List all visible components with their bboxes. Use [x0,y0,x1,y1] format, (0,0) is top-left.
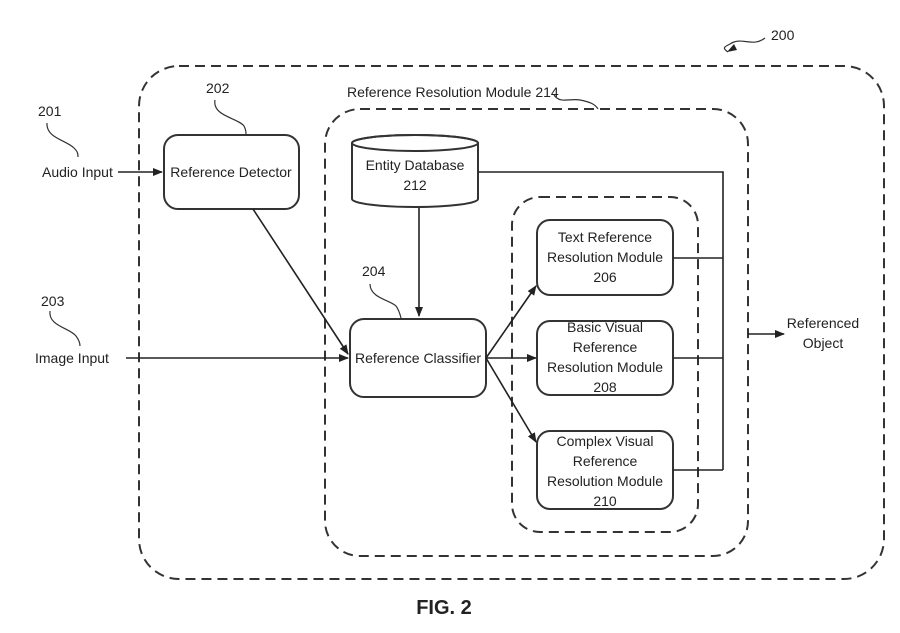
detector-to-classifier-arrow [252,208,349,355]
reference-resolution-module-container [324,108,749,557]
classifier-to-complex-module-arrow [485,357,537,443]
reference-classifier-ref: 204 [362,263,386,279]
image-input-label-text: Image Input [35,350,109,366]
complex-visual-module-ref: 210 [593,493,617,509]
entity-database-ref: 212 [403,177,427,193]
basic-visual-module-ref: 208 [593,379,617,395]
reference-detector-box [163,134,300,210]
audio-input-leader [46,122,79,158]
basic-visual-module-line3: Resolution Module [547,359,663,375]
reference-resolution-module-leader [553,94,599,110]
complex-visual-module-line1: Complex Visual [556,433,653,449]
text-reference-module-line2: Resolution Module [547,249,663,265]
referenced-object-line1: Referenced [787,315,859,331]
reference-detector-leader [214,99,247,136]
entity-database-top [351,134,479,152]
system-200-container [138,65,885,580]
image-input-ref: 203 [41,293,65,309]
reference-resolution-module-label: Reference Resolution Module 214 [347,84,559,100]
database-to-output-line [478,171,724,470]
entity-database-label: Entity Database [366,157,465,173]
image-input-leader [49,310,81,347]
reference-detector-ref: 202 [206,80,230,96]
system-200-ref: 200 [771,27,795,43]
resolution-modules-container [511,196,699,533]
complex-visual-module-line2: Reference [573,453,638,469]
figure-caption: FIG. 2 [416,597,472,619]
basic-visual-module-line2: Reference [573,339,638,355]
reference-classifier-leader [369,283,402,319]
text-reference-module-ref: 206 [593,269,617,285]
classifier-to-text-module-arrow [485,285,537,359]
system-200-pointer-head [727,44,737,52]
referenced-object-line2: Object [803,335,844,351]
text-reference-module-line1: Text Reference [558,229,652,245]
reference-classifier-label: Reference Classifier [355,350,481,366]
audio-input-label: Audio Input [42,164,113,180]
audio-input-ref: 201 [38,103,62,119]
basic-visual-module-line1: Basic Visual [567,319,643,335]
reference-detector-label: Reference Detector [170,164,292,180]
system-200-pointer [723,37,766,53]
complex-visual-module-line3: Resolution Module [547,473,663,489]
